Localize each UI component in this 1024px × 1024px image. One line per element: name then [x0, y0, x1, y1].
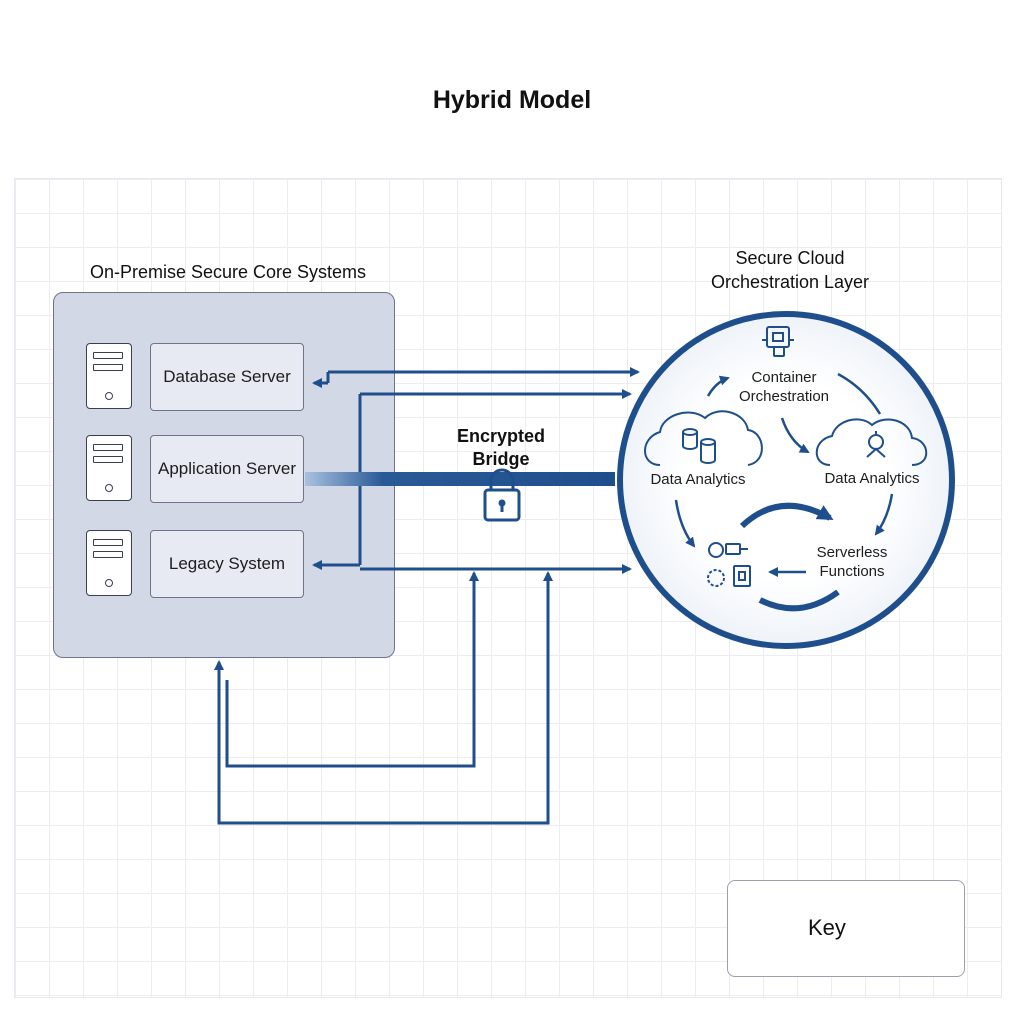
encrypted-bridge-beam: [305, 472, 615, 486]
server-tower-icon: [86, 343, 132, 409]
legacy-link-arrows: [312, 560, 632, 574]
serverless-functions-label: Serverless Functions: [816, 544, 888, 580]
data-analytics-cloud-icon: [644, 410, 763, 466]
padlock-icon: [483, 468, 521, 522]
diagram-title: Hybrid Model: [432, 86, 592, 114]
cloud-title: Secure Cloud Orchestration Layer: [710, 248, 870, 292]
onprem-title: On-Premise Secure Core Systems: [89, 262, 367, 282]
data-analytics-cloud-icon: [815, 418, 928, 466]
container-orchestration-label: Container Orchestration: [738, 369, 830, 405]
encrypted-bridge-label: Encrypted Bridge: [456, 426, 546, 469]
container-orchestration-icon: [762, 326, 794, 357]
data-analytics-left-label: Data Analytics: [650, 471, 746, 488]
legend-key-box: Key: [727, 880, 965, 977]
server-tower-icon: [86, 530, 132, 596]
feedback-loop-arrows: [214, 571, 553, 825]
cloud-flow-arrows: [674, 372, 894, 612]
key-label: Key: [808, 915, 846, 940]
data-analytics-right-label: Data Analytics: [824, 470, 920, 487]
database-server-box: Database Server: [150, 343, 304, 411]
application-server-box: Application Server: [150, 435, 304, 503]
server-tower-icon: [86, 435, 132, 501]
legacy-system-box: Legacy System: [150, 530, 304, 598]
serverless-functions-icon: [707, 542, 751, 587]
